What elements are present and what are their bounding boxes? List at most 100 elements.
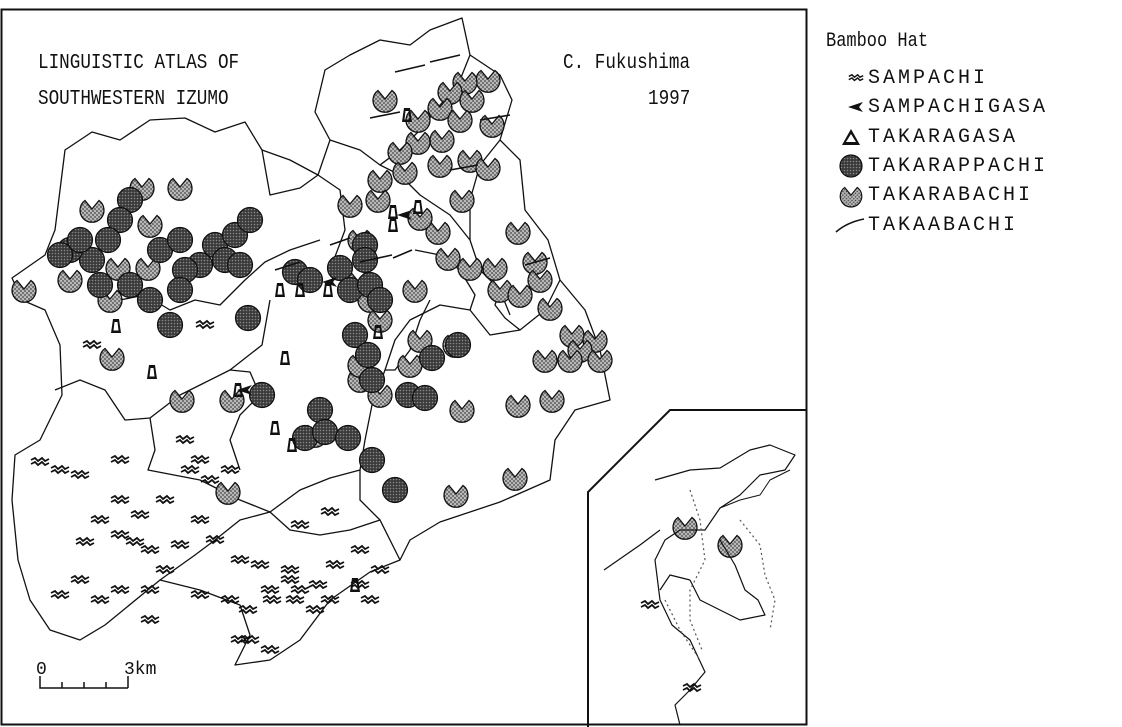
sampachi-symbol (285, 595, 305, 604)
takarappachi-symbol (366, 286, 394, 314)
takaabachi-symbol (392, 249, 413, 259)
takarabachi-symbol (57, 269, 83, 293)
takarabachi-symbol (429, 129, 455, 153)
legend-label: TAKARAGASA (868, 125, 1019, 149)
map-author: C. Fukushima (563, 52, 691, 75)
sampachi-symbol (180, 465, 200, 474)
takarappachi-symbol (326, 254, 354, 282)
legend-label: TAKAABACHI (868, 213, 1019, 237)
sampachi-symbol (175, 435, 195, 444)
takarappachi-symbol (381, 476, 409, 504)
takaragasa-symbol (275, 283, 285, 297)
takarabachi-symbol (539, 389, 565, 413)
takarappachi-symbol (351, 246, 379, 274)
takarappachi-symbol (46, 241, 74, 269)
scale-bar (39, 676, 129, 689)
takarabachi-symbol (387, 141, 413, 165)
takarappachi-symbol (116, 271, 144, 299)
takaabachi-symbol (524, 257, 551, 266)
sampachi-symbol (350, 580, 370, 589)
dark-disc-icon (839, 154, 863, 178)
takarabachi-symbol (449, 399, 475, 423)
takarabachi-symbol (522, 251, 548, 275)
takaragasa-symbol (388, 218, 398, 232)
takarappachi-symbol (358, 446, 386, 474)
takarabachi-symbol (475, 69, 501, 93)
map-title-line2: SOUTHWESTERN IZUMO (38, 88, 229, 111)
sampachi-symbol (640, 600, 660, 609)
region-boundaries (11, 17, 611, 666)
sampachi-symbol (290, 585, 310, 594)
sampachi-symbol (170, 540, 190, 549)
takarabachi-symbol (402, 279, 428, 303)
takarabachi-symbol (215, 481, 241, 505)
legend-item-sampachi: SAMPACHI (826, 64, 988, 92)
sampachi-symbol (190, 455, 210, 464)
takaabachi-symbol (479, 114, 511, 121)
legend-title: Bamboo Hat (826, 30, 929, 53)
takarappachi-symbol (166, 276, 194, 304)
sampachi-symbol (360, 595, 380, 604)
takarabachi-symbol (397, 354, 423, 378)
sampachi-symbol (250, 560, 270, 569)
takarappachi-symbol (156, 311, 184, 339)
sampachi-symbol (90, 515, 110, 524)
sampachi-symbol (130, 510, 150, 519)
takarappachi-symbol (358, 366, 386, 394)
inset-border (587, 409, 806, 727)
takarappachi-symbol (234, 304, 262, 332)
map-year: 1997 (648, 88, 691, 111)
inset-map (603, 444, 796, 726)
takarabachi-symbol (537, 297, 563, 321)
takaabachi-symbol (369, 111, 401, 119)
sampachi-symbol (110, 530, 130, 539)
takarabachi-symbol (99, 347, 125, 371)
takarabachi-symbol (459, 89, 485, 113)
takarabachi-symbol (443, 484, 469, 508)
takarappachi-symbol (311, 418, 339, 446)
takarappachi-symbol (166, 226, 194, 254)
sampachi-symbol (50, 590, 70, 599)
sampachi-symbol (110, 495, 130, 504)
takaabachi-symbol (329, 237, 351, 246)
inset-dotted (664, 489, 776, 661)
takarabachi-symbol (167, 177, 193, 201)
legend-label: SAMPACHI (868, 66, 989, 90)
takarappachi-symbol (444, 331, 472, 359)
takarabachi-symbol (717, 534, 743, 558)
legend-item-sampachigasa: SAMPACHIGASA (826, 93, 1048, 121)
takaragasa-symbol (280, 351, 290, 365)
takarappachi-symbol (94, 226, 122, 254)
wave-mark-icon (848, 74, 864, 82)
takarappachi-symbol (248, 381, 276, 409)
line-icon (835, 218, 865, 233)
takaragasa-symbol (413, 200, 423, 214)
takarabachi-symbol (337, 194, 363, 218)
takarappachi-symbol (354, 341, 382, 369)
sampachi-symbol (280, 575, 300, 584)
sampachi-symbol (155, 565, 175, 574)
sampachi-symbol (280, 565, 300, 574)
takarabachi-symbol (435, 247, 461, 271)
legend-item-takaragasa: TAKARAGASA (826, 123, 1018, 151)
takaabachi-symbol (359, 254, 393, 263)
sampachi-symbol (125, 537, 145, 546)
takarappachi-symbol (226, 251, 254, 279)
sampachi-symbol (110, 455, 130, 464)
takarappachi-symbol (411, 384, 439, 412)
takarabachi-symbol (392, 161, 418, 185)
sampachi-symbol (140, 615, 160, 624)
takarabachi-symbol (427, 154, 453, 178)
legend: Bamboo Hat SAMPACHI SAMPACHIGASA TAKARAG… (826, 30, 1045, 237)
takarappachi-symbol (334, 424, 362, 452)
sampachi-symbol (260, 585, 280, 594)
legend-label: TAKARABACHI (868, 183, 1034, 207)
sampachi-symbol (50, 465, 70, 474)
takarabachi-symbol (137, 214, 163, 238)
sampachi-symbol (110, 585, 130, 594)
map-canvas (0, 8, 808, 727)
takarappachi-symbol (236, 206, 264, 234)
sampachi-symbol (230, 555, 250, 564)
map-border (0, 8, 808, 726)
takarabachi-symbol (449, 189, 475, 213)
